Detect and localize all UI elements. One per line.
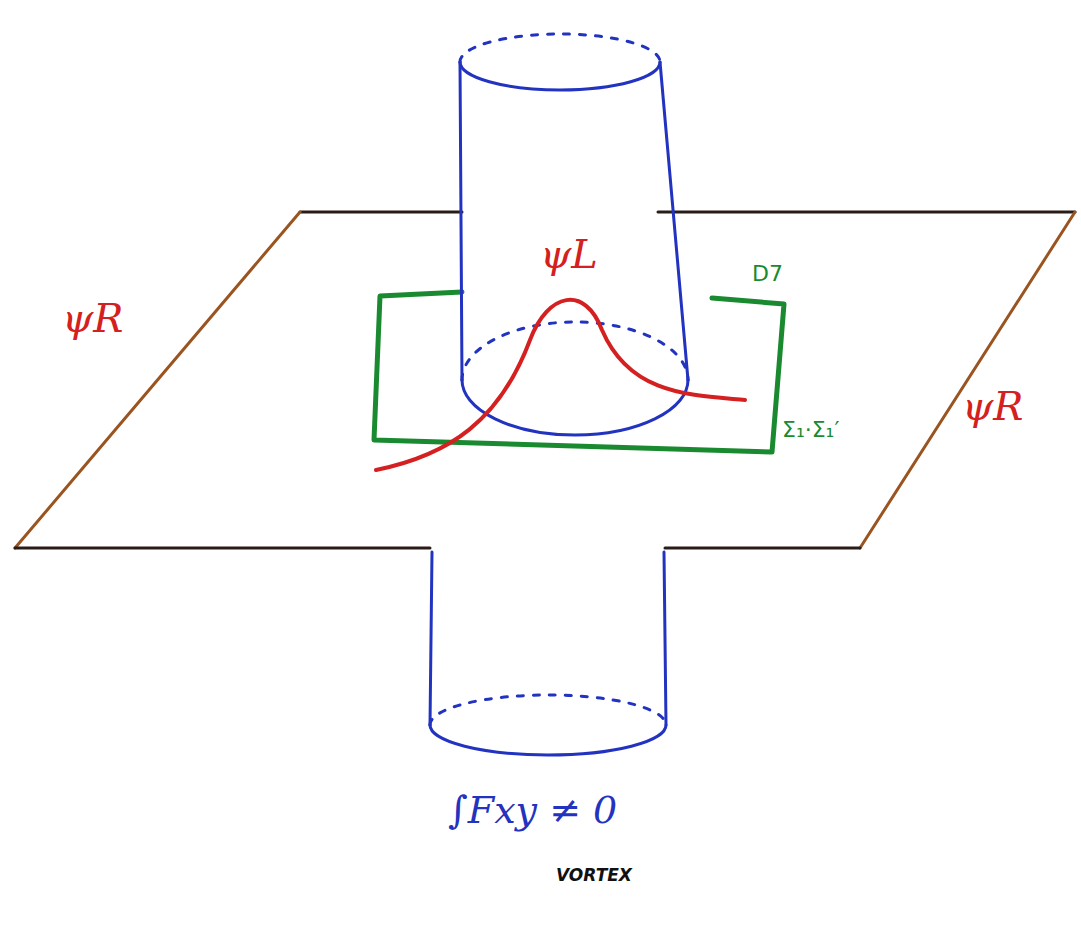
brane-label: D7: [752, 262, 783, 286]
tube-side: [460, 62, 462, 380]
tube-side: [430, 552, 432, 725]
plane: [15, 212, 1075, 548]
field-label: ψR: [62, 296, 123, 340]
plane-edge: [665, 547, 860, 550]
field-label: ψL: [540, 232, 598, 276]
flux-condition: ∫Fxy ≠ 0: [448, 790, 617, 832]
plane-edge: [860, 212, 1075, 548]
brane-outline: [374, 292, 784, 452]
vortex-tube-lower: [430, 552, 666, 755]
plane-edge: [15, 212, 300, 548]
tube-cut-front: [462, 380, 688, 435]
wavefunction-profile: [376, 300, 745, 470]
tube-top-back: [460, 34, 660, 62]
field-label: ψR: [962, 384, 1023, 428]
tube-side: [664, 552, 666, 725]
tube-side: [660, 62, 688, 380]
brane-square: [374, 292, 784, 452]
vortex-tube: [460, 34, 688, 435]
tube-bottom-back: [430, 695, 666, 725]
caption-label: VORTEX: [556, 866, 632, 885]
tube-top-front: [460, 62, 660, 90]
tube-cut-back: [462, 322, 688, 380]
plane-edge: [658, 211, 1075, 214]
plane-edge: [15, 547, 430, 550]
plane-edge: [300, 211, 462, 214]
tube-bottom-front: [430, 725, 666, 755]
intersection-label: Σ₁·Σ₁′: [782, 418, 839, 442]
